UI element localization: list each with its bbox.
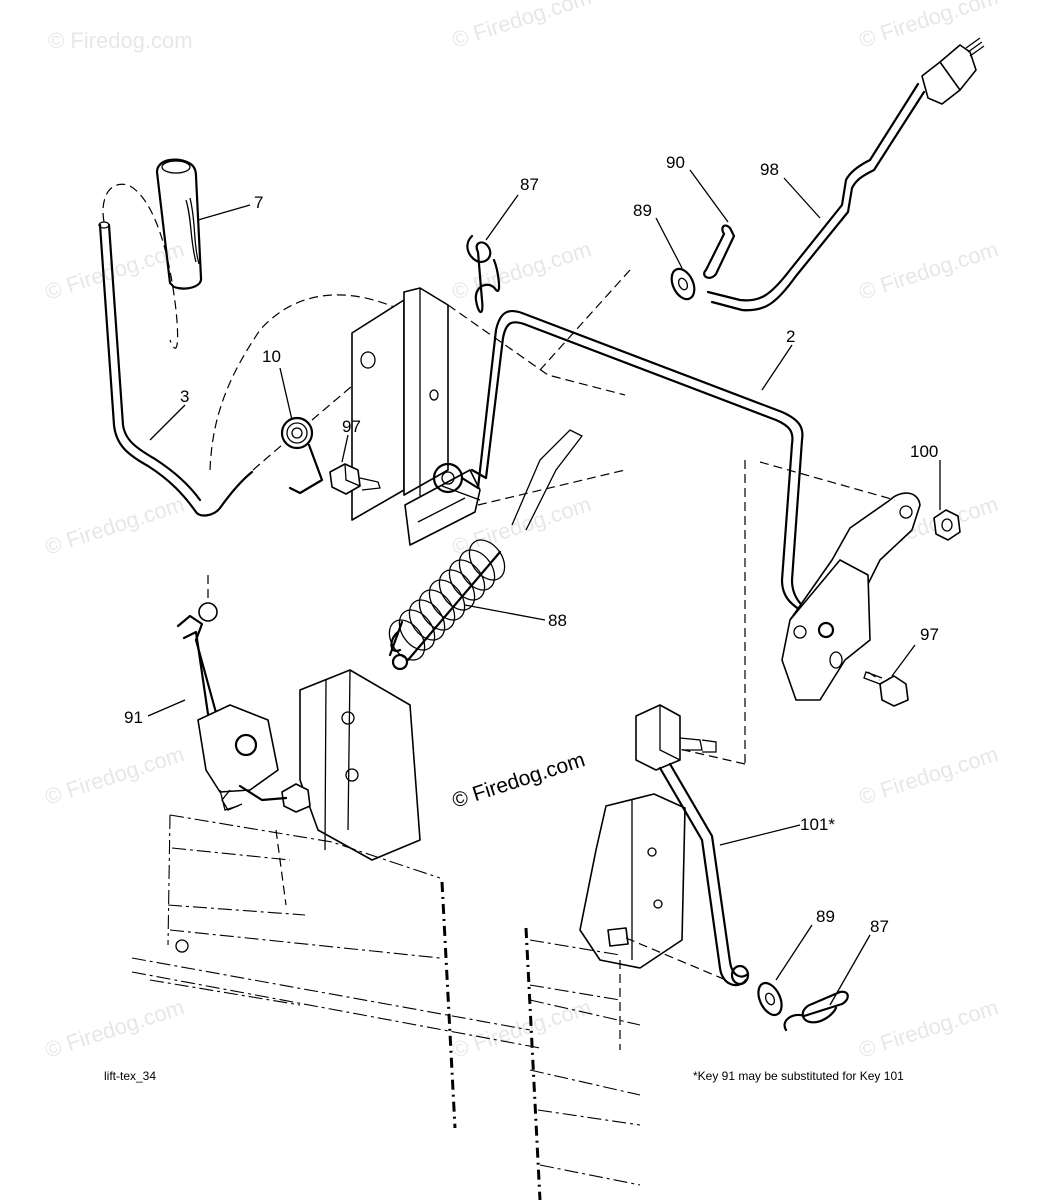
center-watermark: © Firedog.com — [449, 748, 587, 813]
part-89-washer-bottom — [757, 981, 783, 1017]
pivot-bracket — [351, 287, 626, 546]
part-7-handle-grip — [155, 158, 203, 290]
callout-97: 97 — [342, 417, 361, 436]
right-deck-outline — [524, 927, 641, 1200]
callout-101: 101* — [800, 815, 835, 834]
left-deck-outline — [131, 814, 541, 1129]
callout-89: 89 — [816, 907, 835, 926]
watermark: © Firedog.com — [42, 994, 187, 1062]
callout-97: 97 — [920, 625, 939, 644]
part-89-washer-top — [670, 267, 696, 301]
part-3-lift-lever — [98, 183, 433, 600]
part-101-pedal — [635, 704, 750, 987]
watermark: © Firedog.com — [48, 28, 193, 53]
callout-2: 2 — [786, 327, 795, 346]
callout-3: 3 — [180, 387, 189, 406]
left-pedal-bracket — [197, 669, 421, 906]
callout-87: 87 — [520, 175, 539, 194]
watermark: © Firedog.com — [856, 0, 1001, 53]
callout-91: 91 — [124, 708, 143, 727]
callout-labels: 7 3 10 97 87 90 89 98 2 100 88 97 91 101… — [124, 153, 939, 936]
part-97-bolt-left — [329, 463, 381, 495]
watermark: © Firedog.com — [856, 741, 1001, 809]
callout-88: 88 — [548, 611, 567, 630]
diagram-id: lift-tex_34 — [104, 1069, 156, 1083]
right-pedal-bracket — [579, 793, 727, 981]
callout-89: 89 — [633, 201, 652, 220]
callout-100: 100 — [910, 442, 938, 461]
part-87-hairpin-bottom — [783, 990, 849, 1032]
part-87-hairpin-clip — [466, 234, 501, 314]
part-90-cotter-pin — [703, 224, 736, 279]
watermark: © Firedog.com — [449, 236, 594, 304]
callout-87: 87 — [870, 917, 889, 936]
watermark: © Firedog.com — [449, 0, 594, 53]
callout-7: 7 — [254, 193, 263, 212]
part-97-bolt-right — [863, 671, 909, 707]
alignment-line — [539, 269, 631, 371]
spring-coils — [388, 539, 506, 661]
callout-10: 10 — [262, 347, 281, 366]
right-arm-bracket — [759, 461, 921, 701]
watermark: © Firedog.com — [42, 741, 187, 809]
watermark: © Firedog.com — [856, 994, 1001, 1062]
callout-98: 98 — [760, 160, 779, 179]
part-88-extension-spring — [388, 429, 583, 671]
watermark: © Firedog.com — [42, 491, 187, 559]
callout-90: 90 — [666, 153, 685, 172]
footnote: *Key 91 may be substituted for Key 101 — [693, 1069, 904, 1083]
part-100-nut — [933, 509, 961, 541]
watermark: © Firedog.com — [856, 236, 1001, 304]
callout-leaders — [147, 169, 941, 1006]
part-98-lift-link — [706, 37, 985, 312]
